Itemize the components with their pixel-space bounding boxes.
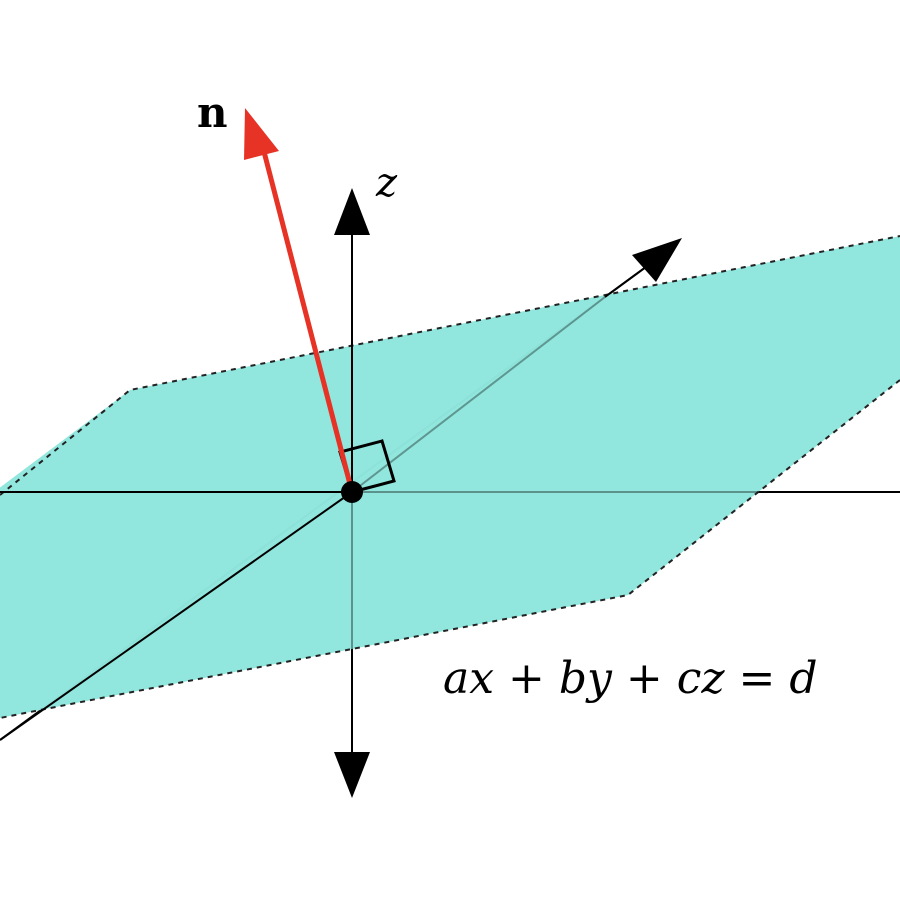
y-axis-back — [604, 263, 651, 298]
plane-equation: ax + by + cz = d — [443, 653, 818, 704]
y-axis-front — [0, 491, 353, 741]
plane-edge-bottom — [0, 379, 900, 719]
z-axis-label: z — [375, 160, 398, 206]
origin-point — [341, 481, 363, 503]
normal-label: n — [197, 88, 228, 137]
plane — [0, 236, 900, 718]
normal-vector-arrowhead — [244, 108, 279, 160]
normal-vector — [258, 139, 355, 493]
y-axis-through-plane — [351, 296, 606, 493]
plane-edge-top — [0, 235, 900, 496]
z-axis-arrowhead-down — [334, 752, 370, 798]
y-axis-arrowhead — [632, 238, 682, 282]
z-axis-arrowhead-up — [334, 188, 370, 235]
